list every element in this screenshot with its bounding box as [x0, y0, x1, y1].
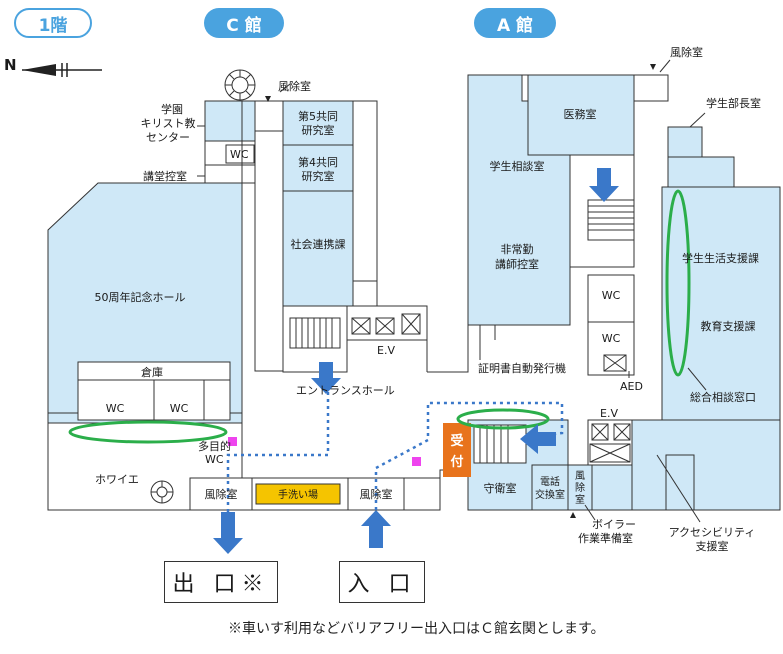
building-a-badge: A 館	[474, 8, 556, 38]
label-fujoshitsu-top-a: 風除室	[670, 45, 703, 59]
label-access-2: 支援室	[696, 539, 729, 553]
label-hijoukin-2: 講師控室	[495, 257, 539, 271]
label-foyer: ホワイエ	[95, 473, 139, 486]
direction-arrows	[213, 168, 619, 554]
label-fujo-small-1: 風	[575, 470, 585, 482]
label-soko: 倉庫	[141, 365, 163, 379]
label-wc-1: WC	[106, 402, 125, 415]
marker-c	[228, 437, 237, 446]
label-denwa-2: 交換室	[535, 488, 565, 501]
label-gakusei-soudan: 学生相談室	[490, 159, 545, 173]
label-shoumeisho: 証明書自動発行機	[478, 361, 566, 375]
leader-lines	[197, 59, 707, 523]
door-marker-boiler	[570, 512, 576, 518]
label-hall50: 50周年記念ホール	[95, 290, 186, 304]
entry-label-box: 入 口	[339, 561, 425, 603]
exit-label: 出 口※	[172, 572, 270, 597]
label-denwa-1: 電話	[540, 475, 560, 488]
label-fujoshitsu-exit: 風除室	[205, 487, 238, 501]
label-access-1: アクセシビリティ	[669, 526, 756, 539]
building-a-walls	[427, 74, 781, 511]
label-ev-a: E.V	[600, 407, 618, 420]
label-tearai: 手洗い場	[278, 488, 318, 501]
arrow-down-c	[311, 362, 341, 394]
label-kenkyu4-2: 研究室	[302, 169, 335, 183]
label-gakuen-1: 学園	[161, 102, 183, 116]
label-fujoshitsu-top-c: 風除室	[278, 79, 311, 93]
label-aed: AED	[620, 380, 643, 393]
building-c-walls	[47, 100, 441, 511]
label-gakusei-seikatsu: 学生生活支援課	[682, 251, 759, 265]
label-gakuseibuchou: 学生部長室	[706, 96, 761, 110]
label-kyouiku-shien: 教育支援課	[701, 319, 756, 333]
arrow-down-a	[589, 168, 619, 202]
north-label: N	[4, 56, 17, 74]
label-uketsuke-1: 受	[450, 433, 463, 449]
arrow-entry	[361, 510, 391, 548]
label-boiler-2: 作業準備室	[578, 531, 633, 545]
floor-badge: 1階	[14, 8, 92, 38]
label-ev-c: E.V	[377, 344, 395, 357]
label-fujo-small-3: 室	[575, 493, 585, 506]
label-sougou-soudan: 総合相談窓口	[690, 390, 756, 404]
label-fujoshitsu-entry: 風除室	[360, 487, 393, 501]
footnote: ※車いす利用などバリアフリー出入口はＣ館玄関とします。	[228, 621, 605, 637]
label-kenkyu4-1: 第4共同	[298, 155, 338, 169]
north-arrow-icon	[22, 63, 102, 77]
spiral-stair-icon	[224, 69, 256, 101]
spiral-stair-foyer-icon	[150, 480, 174, 504]
exit-label-box: 出 口※	[164, 561, 278, 603]
label-wc-c-top: WC	[230, 148, 249, 161]
building-c-badge: C 館	[204, 8, 284, 38]
label-uketsuke-2: 付	[450, 454, 463, 470]
label-wc-a2: WC	[602, 332, 621, 345]
label-shueishitsu: 守衛室	[484, 481, 517, 495]
stairs-c-icon	[289, 317, 341, 349]
label-gakuen-2: キリスト教	[141, 117, 196, 130]
label-tamokuteki-1: 多目的	[198, 439, 231, 453]
elevator-c-icon	[351, 313, 421, 335]
arrow-exit	[213, 512, 243, 554]
label-fujo-small-2: 除	[575, 481, 585, 494]
label-wc-a1: WC	[602, 289, 621, 302]
arrow-left-reception	[520, 424, 556, 454]
label-kodo-hikaeshitsu: 講堂控室	[143, 169, 187, 183]
door-marker-c	[265, 96, 271, 102]
label-kenkyu5-1: 第5共同	[298, 109, 338, 123]
elevator-a-icon	[589, 423, 631, 463]
route-path	[226, 382, 564, 512]
entry-label: 入 口	[347, 572, 417, 597]
label-boiler-1: ボイラー	[592, 518, 636, 531]
label-shakai: 社会連携課	[291, 237, 346, 251]
label-wc-2: WC	[170, 402, 189, 415]
door-marker-a	[650, 64, 656, 70]
label-imushitsu: 医務室	[564, 107, 597, 121]
label-entrance-hall: エントランスホール	[296, 384, 395, 397]
marker-entrance	[412, 457, 421, 466]
label-kenkyu5-2: 研究室	[302, 123, 335, 137]
label-hijoukin-1: 非常勤	[501, 243, 534, 256]
reception-box	[443, 423, 471, 477]
accessible-highlights	[68, 189, 691, 444]
stairs-a-icon	[587, 199, 635, 241]
label-gakuen-3: センター	[146, 131, 190, 144]
label-tamokuteki-2: WC	[205, 453, 224, 466]
